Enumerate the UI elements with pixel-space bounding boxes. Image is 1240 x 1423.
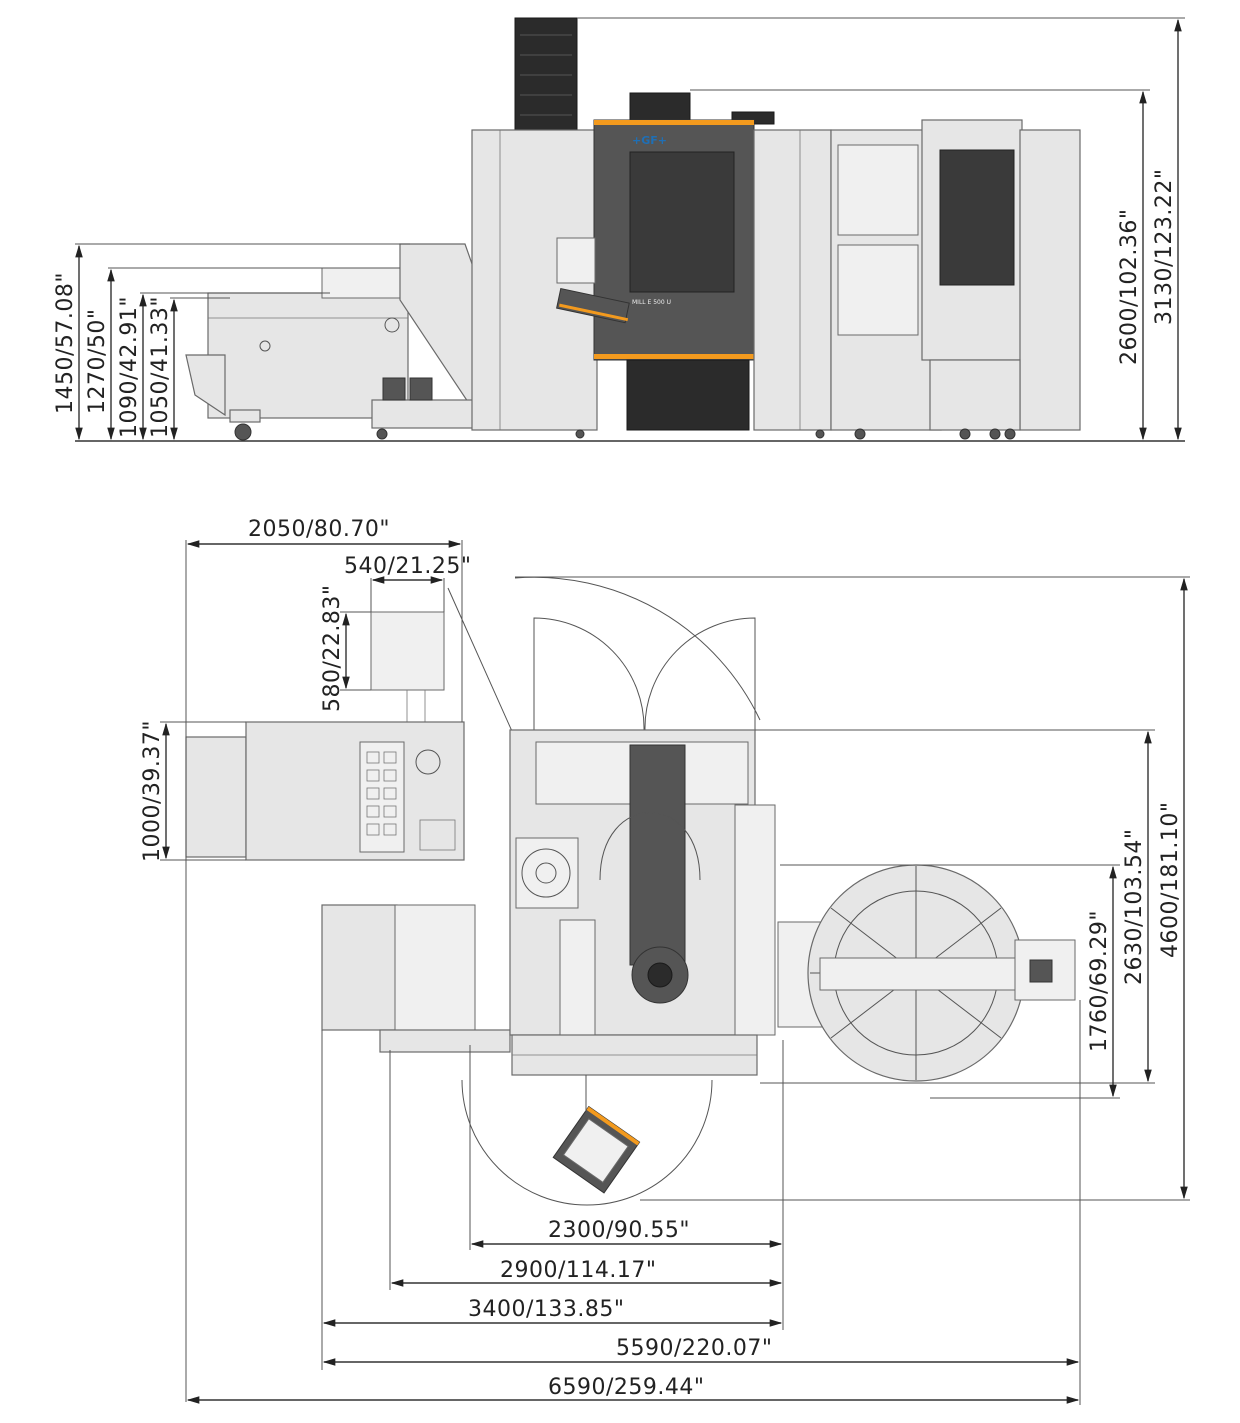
machine-side: +GF+ MILL E 500 U [471, 17, 832, 431]
tool-carousel [521, 848, 571, 898]
dim-2300: 2300/90.55" [548, 1218, 690, 1243]
axis-carriage-right [734, 804, 776, 1036]
robot-cell-upper [837, 144, 919, 236]
cabinet-swing-arc [514, 576, 761, 721]
tank-top [321, 267, 411, 299]
dim-1450: 1450/57.08" [53, 272, 78, 414]
pallet-storage-top [777, 864, 1076, 1082]
caster-base [229, 409, 261, 423]
chip-bin [185, 354, 226, 417]
dim-6590: 6590/259.44" [548, 1375, 705, 1400]
chip-bin-top [185, 736, 247, 858]
robot-cell-lower [837, 244, 919, 336]
dim-580: 580/22.83" [320, 584, 345, 712]
tool-magazine-top [514, 17, 578, 131]
automation-side [376, 119, 1081, 440]
panel-swing-arc [461, 1079, 713, 1206]
dim-5590: 5590/220.07" [616, 1336, 773, 1361]
operator-keyboard [556, 287, 630, 324]
coolant-unit-top [185, 721, 465, 861]
axis-carriage-left [559, 919, 596, 1036]
model-label: MILL E 500 U [632, 299, 671, 306]
cell-side-panel [1019, 129, 1081, 431]
pump-2 [409, 377, 433, 401]
dim-1760: 1760/69.29" [1087, 910, 1112, 1052]
dim-2900: 2900/114.17" [500, 1258, 657, 1283]
electrical-cabinet [370, 611, 445, 691]
door-accent-top [594, 120, 754, 125]
machine-base-front [626, 359, 750, 431]
dim-3130: 3130/123.22" [1152, 169, 1177, 326]
dim-2600: 2600/102.36" [1117, 209, 1142, 366]
operator-panel-top [552, 1105, 641, 1194]
operator-panel [556, 237, 596, 284]
tool-changer-top [515, 837, 579, 909]
pump-1 [382, 377, 406, 401]
coolant-tank-top [245, 721, 465, 861]
right-enclosure [753, 129, 832, 431]
dim-1050: 1050/41.33" [148, 296, 173, 438]
cell-base [929, 359, 1021, 431]
door-swing-left [533, 617, 645, 731]
machine-top [509, 729, 776, 1076]
door-swing-right [644, 617, 756, 731]
caster-wheel [234, 423, 252, 441]
dim-4600: 4600/181.10" [1158, 802, 1183, 959]
conveyor-hopper-top [394, 904, 476, 1046]
loading-station [1014, 939, 1076, 1001]
dim-1090: 1090/42.91" [117, 296, 142, 438]
coolant-tank-side [207, 292, 409, 419]
dim-540: 540/21.25" [344, 554, 472, 579]
side-view: +GF+ MILL E 500 U [53, 17, 1185, 442]
dim-2050: 2050/80.70" [248, 517, 390, 542]
left-enclosure [471, 129, 598, 431]
dim-1000: 1000/39.37" [140, 720, 165, 862]
top-view: 2050/80.70" 540/21.25" 580/22.83" 1000/3… [140, 517, 1190, 1405]
brand-logo: +GF+ [632, 134, 667, 147]
spindle-head-top [629, 744, 686, 966]
door-accent-bottom [594, 354, 754, 359]
spindle-motor [629, 92, 691, 122]
dim-3400: 3400/133.85" [468, 1297, 625, 1322]
front-window [629, 151, 735, 293]
conveyor-base-top [379, 1029, 511, 1053]
dim-2630: 2630/103.54" [1122, 829, 1147, 986]
dim-1270: 1270/50" [85, 308, 110, 414]
cell-window [939, 149, 1015, 286]
conveyor-module-top [321, 904, 398, 1031]
